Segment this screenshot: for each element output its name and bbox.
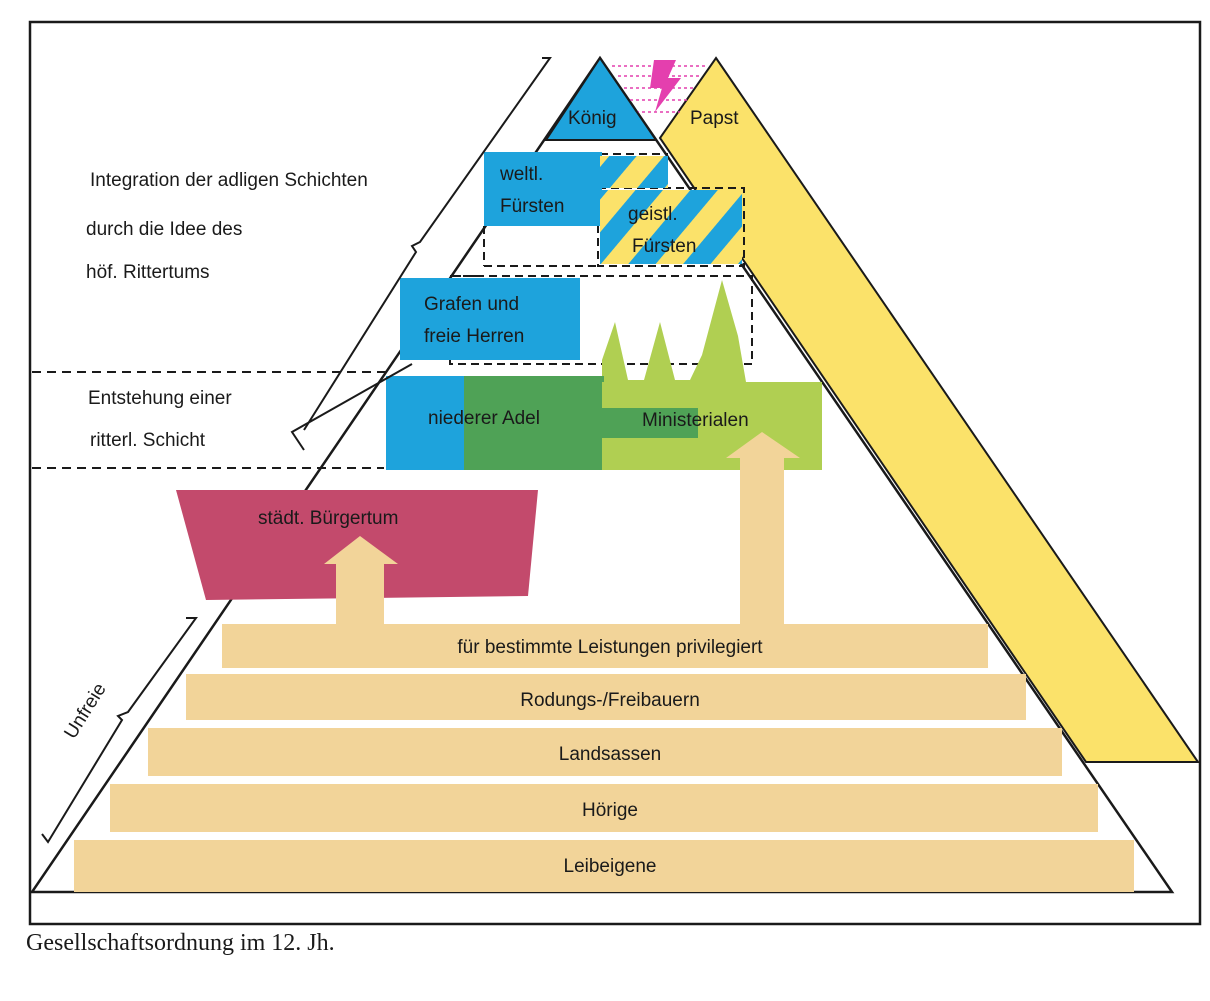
ministerialen-label: Ministerialen: [642, 410, 749, 431]
figure-frame: [28, 20, 1202, 926]
fuersten-dashed-frame: [483, 153, 745, 267]
weltl-fuersten-label: weltl. Fürsten: [499, 164, 564, 217]
left-brackets: [41, 57, 552, 844]
band-label-leibeigene: Leibeigene: [564, 856, 657, 877]
ministerialen-dark-band: [602, 408, 698, 438]
bracket-integration: [303, 57, 552, 431]
integration-annotation: Integration der adligen Schichten durch …: [86, 170, 373, 283]
peasant-bands: [74, 624, 1134, 892]
arrow-to-buergertum: [324, 536, 398, 628]
band-leibeigene: [74, 840, 1134, 892]
ministerialen-spikes: [602, 280, 746, 382]
grafen-label: Grafen und freie Herren: [424, 294, 524, 347]
band-landsassen: [148, 728, 1062, 776]
papst-label: Papst: [690, 108, 739, 129]
band-label-hoerige: Hörige: [582, 800, 638, 821]
entstehung-annotation: Entstehung einer ritterl. Schicht: [88, 388, 237, 451]
unfreie-label: Unfreie: [60, 680, 110, 743]
geistl-fuersten-strip: [600, 156, 668, 188]
niederer-adel-label: niederer Adel: [428, 408, 540, 429]
bracket-unfreie: [41, 617, 198, 844]
weltl-fuersten-box: [484, 152, 602, 226]
buergertum-label: städt. Bürgertum: [258, 508, 398, 529]
band-privilegiert: [222, 624, 988, 668]
band-label-landsassen: Landsassen: [559, 744, 661, 765]
grafen-box: [400, 278, 580, 360]
bracket-entstehung: [290, 363, 413, 451]
left-dashed-markers: [32, 275, 480, 469]
band-label-rodungsbauern: Rodungs-/Freibauern: [520, 690, 700, 711]
band-label-privilegiert: für bestimmte Leistungen privilegiert: [457, 637, 763, 658]
arrow-to-ministerialen: [726, 432, 800, 628]
geistl-fuersten-label: geistl. Fürsten: [628, 204, 696, 257]
lightning-bolt-icon: [650, 60, 681, 112]
koenig-triangle: [544, 56, 658, 141]
band-hoerige: [110, 784, 1098, 832]
figure-caption: Gesellschaftsordnung im 12. Jh.: [26, 930, 335, 956]
band-rodungsbauern: [186, 674, 1026, 720]
geistl-fuersten-box: [600, 190, 742, 264]
koenig-label: König: [568, 108, 617, 129]
overlap-green-strip: [464, 376, 604, 470]
